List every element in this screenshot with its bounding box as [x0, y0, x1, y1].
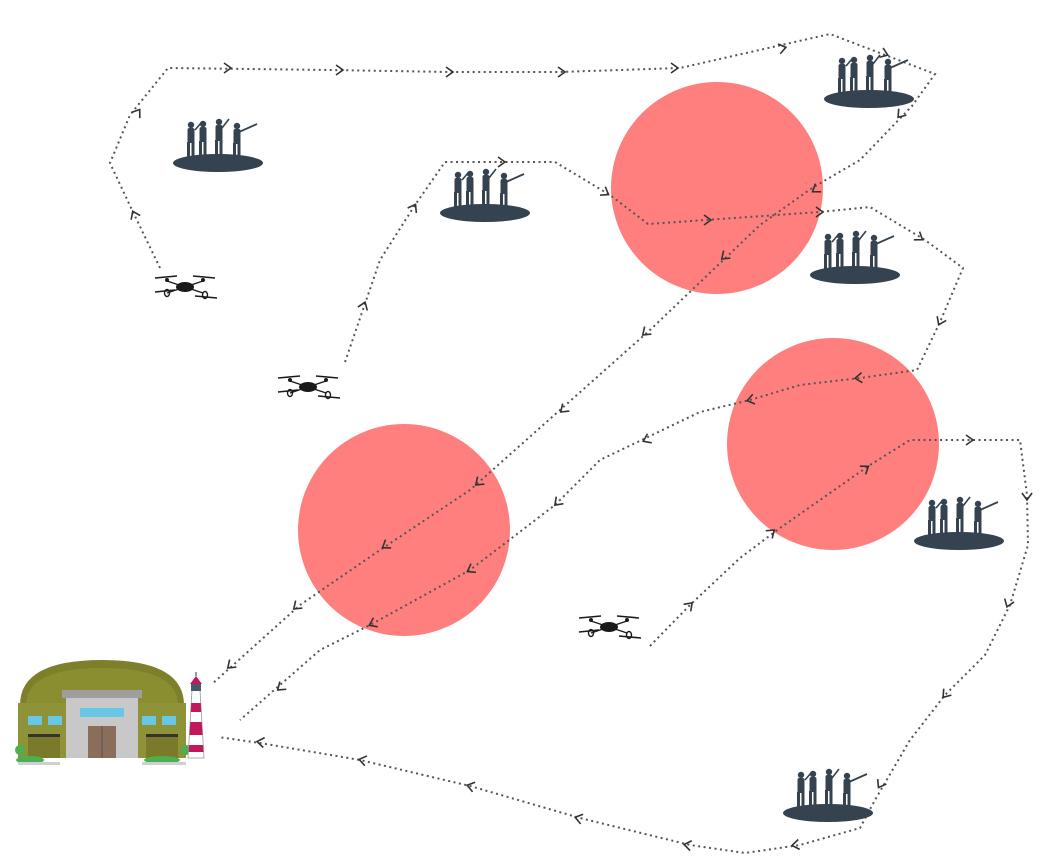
threat-zone-circle — [298, 424, 510, 636]
soldier-group-icon — [439, 167, 531, 223]
drone-icon — [154, 275, 218, 300]
threat-zone-circle — [611, 82, 823, 294]
threat-zones — [298, 82, 939, 636]
hangar-building-icon — [15, 660, 191, 765]
soldier-group-icon — [809, 229, 901, 285]
soldier-group-icon — [823, 53, 915, 109]
soldier-group-icon — [913, 495, 1005, 551]
flight-path-drone-3 — [217, 439, 1030, 855]
direction-arrows — [130, 43, 1033, 852]
threat-zone-circle — [727, 338, 939, 550]
soldier-group-icon — [172, 117, 264, 173]
drone-icon — [277, 375, 341, 400]
flight-path-drone-1 — [108, 32, 937, 685]
flight-path-drone-2 — [239, 161, 965, 721]
soldier-group-icon — [782, 767, 874, 823]
lighthouse-icon — [187, 672, 205, 759]
flight-paths — [108, 32, 1030, 855]
drone-icon — [578, 615, 642, 640]
